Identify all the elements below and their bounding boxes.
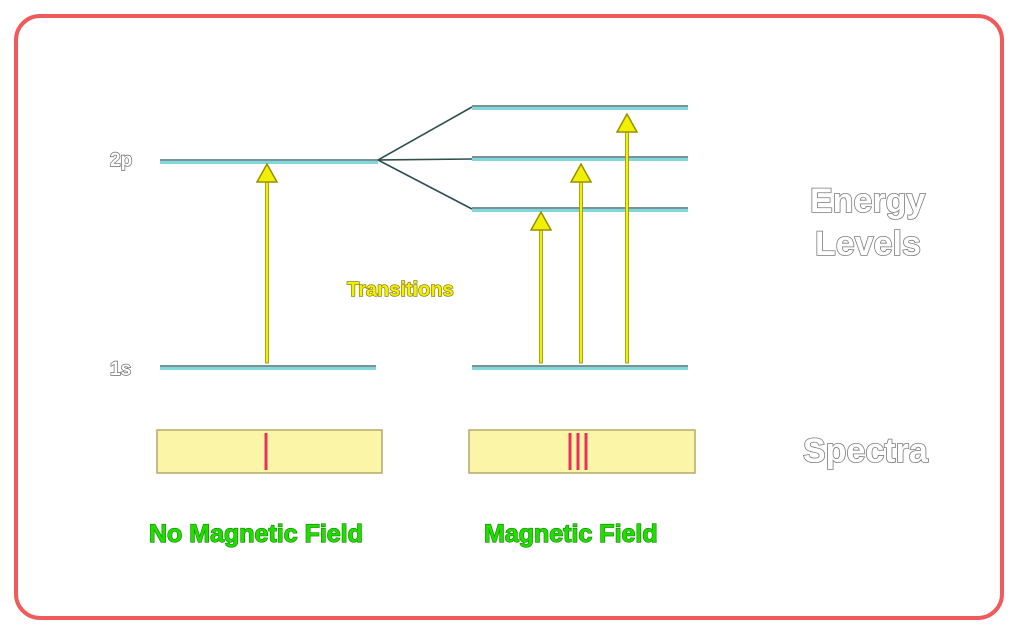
level-2p-unsplit xyxy=(160,159,378,164)
spectrum-field xyxy=(468,429,696,474)
level-2p-split-middle xyxy=(472,156,688,161)
transition-arrow-field-2 xyxy=(570,163,592,364)
energy-label-line2: Levels xyxy=(815,225,921,263)
level-1s-unsplit xyxy=(160,365,376,370)
label-2p: 2p xyxy=(110,150,132,171)
field-label: Magnetic Field xyxy=(484,520,658,548)
spectrum-no-field xyxy=(156,429,383,474)
label-1s: 1s xyxy=(110,359,131,380)
level-1s-field xyxy=(472,365,688,370)
splitting-lines xyxy=(377,106,473,210)
diagram-frame xyxy=(14,14,1004,620)
spectra-label: Spectra xyxy=(803,432,929,470)
energy-label-line1: Energy xyxy=(810,182,925,220)
transition-arrow-field-3 xyxy=(616,113,638,364)
no-field-label: No Magnetic Field xyxy=(149,520,363,548)
transitions-label: Transitions xyxy=(347,279,454,301)
transition-arrow-field-1 xyxy=(530,211,552,364)
transition-arrow-no-field xyxy=(256,163,278,364)
level-2p-split-upper xyxy=(472,105,688,110)
